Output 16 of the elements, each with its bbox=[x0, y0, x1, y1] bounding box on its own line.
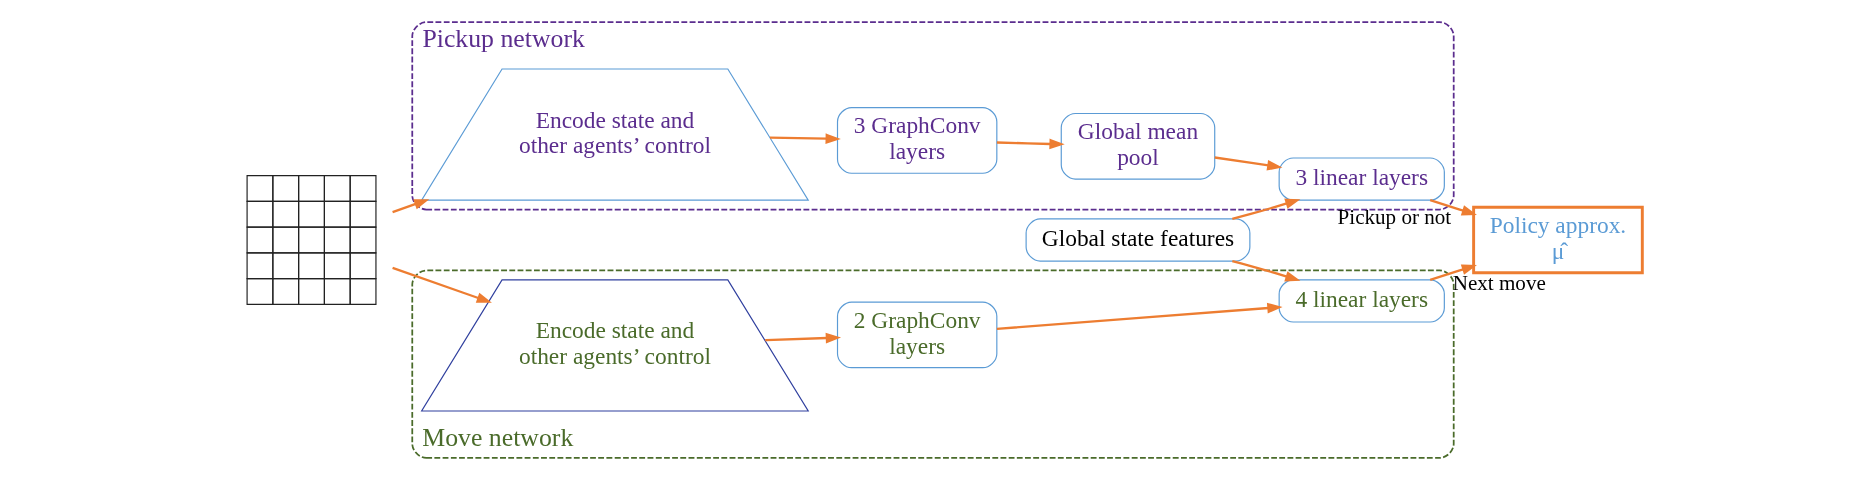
arrow bbox=[1429, 199, 1477, 216]
node-box: Global mean pool bbox=[1060, 112, 1215, 180]
node-box: 3 linear layers bbox=[1278, 157, 1445, 201]
arrow bbox=[996, 138, 1065, 150]
arrow bbox=[391, 199, 429, 214]
node-box: 2 GraphConv layers bbox=[836, 301, 997, 369]
arrow bbox=[1214, 156, 1282, 171]
arrow bbox=[1231, 260, 1300, 282]
arrow bbox=[1429, 264, 1477, 281]
node-box: Global state features bbox=[1025, 218, 1250, 262]
arrow bbox=[769, 133, 841, 144]
arrow bbox=[764, 332, 841, 344]
arrow bbox=[996, 302, 1283, 331]
node-box: Policy approx. μ̂ bbox=[1471, 205, 1644, 275]
node-box: 4 linear layers bbox=[1278, 279, 1445, 323]
node-box: 3 GraphConv layers bbox=[836, 107, 997, 174]
